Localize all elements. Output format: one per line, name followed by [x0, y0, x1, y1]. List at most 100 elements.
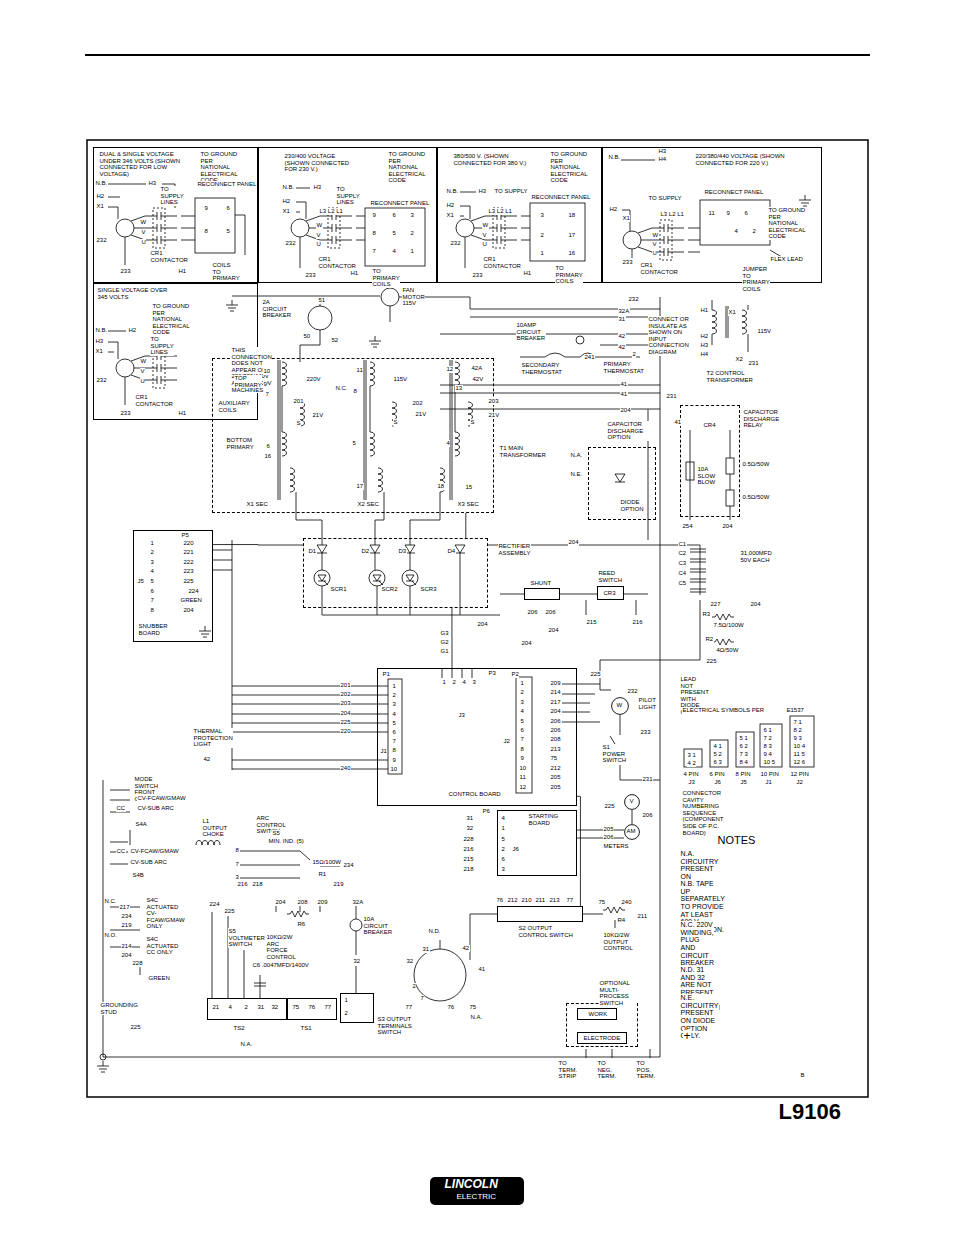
label-text: RECONNECT PANEL	[704, 189, 764, 196]
label-text: CV-SUB ARC	[137, 805, 174, 812]
label-text: 2	[244, 1004, 248, 1011]
label-text: 206	[527, 609, 538, 616]
label-text: P6	[482, 808, 490, 815]
label-text: 42V	[472, 376, 484, 383]
label-text: G1	[440, 648, 449, 655]
node-text: T1 MAIN TRANSFORMER	[499, 445, 546, 458]
main-wiring	[455, 432, 460, 456]
main-wiring	[232, 296, 748, 1057]
label-text: 2	[501, 846, 505, 853]
node-text: V	[629, 798, 634, 805]
label-text: C4	[678, 570, 687, 577]
label-text: 10KΩ/2W ARC FORCE CONTROL	[266, 934, 296, 960]
label-text: 8 3	[763, 743, 772, 750]
label-text: V	[652, 241, 657, 248]
main-wiring	[402, 570, 418, 586]
label-text: H3	[478, 188, 487, 195]
label-text: 8	[372, 230, 376, 237]
main-wiring	[414, 949, 466, 1001]
main-wiring	[690, 549, 706, 592]
label-text: J5	[740, 779, 747, 786]
label-text: N.B.	[95, 327, 108, 334]
label-text: 1	[442, 679, 446, 686]
label-text: FAN MOTOR 115V	[402, 287, 425, 307]
label-text: 5 1	[739, 735, 748, 742]
label-text: D1	[308, 548, 317, 555]
label-text: 1	[501, 825, 505, 832]
label-text: H2	[282, 198, 291, 205]
label-text: 21	[212, 1004, 220, 1011]
label-text: J2	[796, 779, 803, 786]
label-text: 210	[521, 897, 532, 904]
label-text: J3	[688, 779, 695, 786]
component-box: ELECTRODE	[577, 1032, 627, 1044]
label-text: TO SUPPLY LINES	[336, 186, 360, 206]
label-text: 4Ω/50W	[716, 647, 739, 654]
node-text: RECTIFIER ASSEMBLY	[498, 543, 531, 556]
label-text: GROUNDING STUD	[100, 1002, 138, 1015]
label-text: 6	[392, 212, 396, 219]
label-text: DIODE OPTION	[620, 499, 644, 512]
input-panel-wiring	[620, 160, 790, 262]
wire-connector	[465, 513, 466, 538]
label-text: H2	[128, 327, 137, 334]
label-text: 42	[462, 945, 470, 952]
node-text: 230/400 VOLTAGE (SHOWN CONNECTED FOR 230…	[284, 153, 357, 173]
main-wiring	[726, 490, 734, 506]
label-text: 12 6	[793, 759, 806, 766]
label-text: 224	[209, 901, 220, 908]
label-text: H2	[609, 206, 618, 213]
label-text: X1	[96, 203, 104, 210]
main-wiring	[586, 1049, 650, 1058]
label-text: 10 PIN	[760, 771, 779, 778]
label-text: 1	[520, 680, 524, 687]
label-text: 5	[392, 230, 396, 237]
label-text: METERS	[603, 843, 629, 850]
circle-outline	[625, 825, 640, 840]
main-wiring	[710, 740, 728, 767]
label-text: N.D.	[428, 928, 441, 935]
main-wiring	[212, 906, 356, 998]
label-text: 218	[463, 866, 474, 873]
label-text: X3 SEC	[457, 501, 479, 508]
label-text: N.B.	[446, 188, 459, 195]
node-text: P5	[181, 532, 189, 539]
label-text: 213	[549, 897, 560, 904]
main-wiring	[712, 310, 717, 334]
label-text: R2	[705, 636, 714, 643]
label-text: ELECTRICAL SYMBOLS PER	[682, 707, 764, 714]
label-text: 225	[340, 719, 351, 726]
main-wiring	[686, 462, 694, 480]
main-wiring	[314, 570, 330, 586]
label-text: +	[683, 1030, 691, 1043]
label-text: N.B.	[95, 180, 108, 187]
panel-box: CONTROL BOARD	[377, 668, 577, 806]
label-text: N.C.	[335, 385, 348, 392]
label-text: 234	[121, 913, 132, 920]
label-text: L9106	[778, 1100, 841, 1124]
label-text: 2	[412, 983, 416, 990]
label-text: 6 2	[739, 743, 748, 750]
node-text: S2 OUTPUT CONTROL SWITCH	[518, 925, 579, 938]
label-text: 12	[446, 366, 454, 373]
label-text: 17	[356, 483, 364, 490]
label-text: 7 1	[793, 719, 802, 726]
input-panel-wiring	[530, 203, 585, 261]
label-text: 15	[465, 484, 473, 491]
label-text: 31	[257, 1004, 265, 1011]
label-text: 7.5Ω/100W	[713, 622, 744, 629]
label-text: N.E.	[570, 471, 583, 478]
label-text: 31	[422, 946, 430, 953]
label-text: S5	[272, 830, 280, 837]
label-text: 5	[392, 720, 396, 727]
label-text: 232	[285, 240, 296, 247]
node-text: DUAL & SINGLE VOLTAGE UNDER 346 VOLTS (S…	[99, 151, 195, 177]
label-text: 18	[437, 483, 445, 490]
main-wiring	[684, 749, 702, 767]
dashed-region: RECTIFIER ASSEMBLY	[303, 538, 488, 608]
label-text: 203	[340, 700, 351, 707]
label-text: 202	[412, 400, 423, 407]
main-wiring	[282, 362, 287, 386]
node-text: 220/380/440 VOLTAGE (SHOWN CONNECTED FOR…	[695, 153, 806, 166]
label-text: CC	[116, 848, 126, 855]
